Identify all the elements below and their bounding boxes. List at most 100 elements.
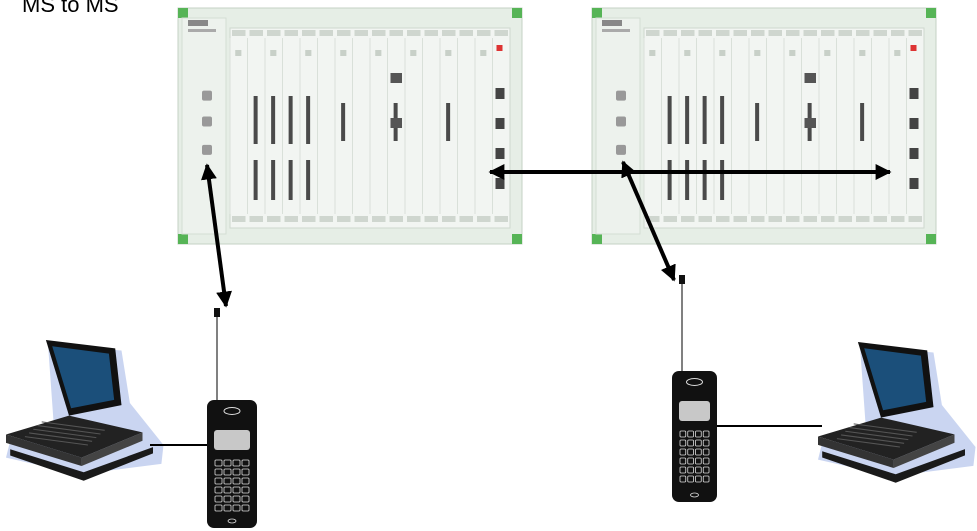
corner-accent	[592, 234, 602, 244]
module-connector	[253, 160, 258, 200]
module-connector	[667, 96, 672, 144]
module-led	[684, 50, 691, 56]
phone-key	[241, 486, 250, 494]
slot-label	[751, 216, 765, 222]
module-led	[894, 50, 901, 56]
module-led	[719, 50, 726, 56]
phone-key	[232, 477, 241, 485]
panel-port	[616, 90, 626, 101]
phone-key	[232, 495, 241, 503]
module-port	[495, 88, 505, 99]
module-connector	[685, 160, 690, 200]
slot-label	[372, 216, 386, 222]
module-port	[909, 148, 919, 159]
phone-key	[695, 439, 702, 447]
module-connector	[720, 160, 725, 200]
panel-port	[202, 116, 212, 127]
module-led	[305, 50, 312, 56]
module-connector	[341, 103, 346, 141]
module-led	[340, 50, 347, 56]
diagram-title: MS to MS	[22, 0, 119, 17]
slot-label	[477, 216, 491, 222]
slot-label	[407, 216, 421, 222]
phone-key	[214, 504, 223, 512]
slot-label	[284, 30, 298, 36]
slot-label	[908, 216, 922, 222]
phone-key	[702, 457, 710, 465]
phone-key	[214, 486, 223, 494]
corner-accent	[178, 8, 188, 18]
phone-key	[695, 430, 702, 438]
phone-key	[687, 439, 694, 447]
phone-key	[223, 504, 232, 512]
phone-key	[702, 448, 710, 456]
slot-label	[442, 30, 456, 36]
slot-label	[477, 30, 491, 36]
phone-key	[695, 475, 702, 483]
phone-key	[702, 475, 710, 483]
slot-label	[821, 30, 835, 36]
module-port	[804, 73, 816, 83]
slot-label	[821, 216, 835, 222]
laptop-screen	[52, 346, 115, 409]
module-connector	[271, 160, 276, 200]
slot-label	[733, 30, 747, 36]
panel-port	[616, 144, 626, 155]
module-led	[410, 50, 417, 56]
corner-accent	[512, 234, 522, 244]
signalling-tester-icon	[591, 7, 937, 245]
corner-accent	[926, 234, 936, 244]
arrow-tester1-to-mobile1	[200, 163, 233, 308]
phone-key	[687, 466, 694, 474]
slot-label	[249, 216, 263, 222]
slot-label	[908, 30, 922, 36]
module-connector	[667, 160, 672, 200]
phone-key	[679, 457, 687, 465]
laptop-keys	[853, 423, 917, 433]
phone-key	[223, 477, 232, 485]
slot-label	[494, 30, 508, 36]
laptop-icon	[6, 340, 164, 481]
module-port	[909, 118, 919, 129]
module-led	[649, 50, 656, 56]
slot-label	[768, 216, 782, 222]
slot-label	[249, 30, 263, 36]
phone-earpiece	[223, 407, 241, 415]
laptop-front	[818, 436, 894, 468]
brand-label	[602, 20, 622, 26]
module-connector	[755, 103, 760, 141]
slot-label	[267, 30, 281, 36]
slot-label	[838, 30, 852, 36]
slot-label	[873, 30, 887, 36]
slot-label	[407, 30, 421, 36]
connections	[150, 160, 892, 446]
slot-label	[459, 30, 473, 36]
slot-label	[681, 216, 695, 222]
laptop-front	[6, 434, 82, 466]
module-port	[495, 118, 505, 129]
slot-label	[891, 216, 905, 222]
phone-body	[672, 371, 717, 502]
slot-label	[716, 216, 730, 222]
panel-port	[616, 116, 626, 127]
laptop-side	[81, 432, 143, 466]
alarm-led	[910, 45, 917, 51]
phone-key	[223, 486, 232, 494]
phone-key	[695, 466, 702, 474]
slot-label	[354, 30, 368, 36]
phone-key	[702, 430, 710, 438]
module-connector	[288, 96, 293, 144]
corner-accent	[926, 8, 936, 18]
phone-key	[232, 504, 241, 512]
module-connector	[306, 160, 311, 200]
slot-label	[284, 216, 298, 222]
module-led	[789, 50, 796, 56]
laptop-keys	[41, 421, 105, 431]
slot-label	[663, 216, 677, 222]
module-led	[375, 50, 382, 56]
slot-label	[389, 30, 403, 36]
brand-label	[188, 20, 208, 26]
laptop-stand	[822, 449, 965, 483]
phone-key	[214, 459, 223, 467]
slot-label	[319, 30, 333, 36]
